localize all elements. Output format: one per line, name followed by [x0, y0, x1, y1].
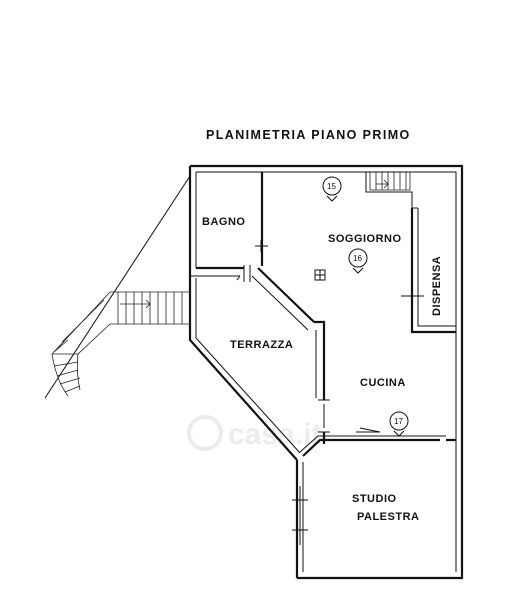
- section-tag-16: 16: [348, 248, 368, 274]
- room-label-cucina: CUCINA: [360, 377, 406, 389]
- center-fixture-icon: [314, 269, 326, 281]
- room-label-palestra: PALESTRA: [357, 511, 419, 523]
- watermark: casa.it: [187, 415, 321, 451]
- door-markers: [236, 240, 424, 545]
- plan-title: PLANIMETRIA PIANO PRIMO: [206, 128, 411, 142]
- stair-soggiorno: [369, 172, 411, 191]
- section-tag-17: 17: [389, 411, 409, 437]
- outer-walls: [188, 164, 464, 580]
- external-stair: [44, 175, 191, 399]
- room-label-dispensa: DISPENSA: [431, 256, 443, 316]
- room-label-terrazza: TERRAZZA: [230, 339, 293, 351]
- room-label-studio: STUDIO: [352, 493, 397, 505]
- room-label-soggiorno: SOGGIORNO: [328, 233, 402, 245]
- section-tag-15: 15: [322, 176, 342, 202]
- svg-text:15: 15: [327, 182, 336, 191]
- svg-text:17: 17: [394, 417, 403, 426]
- svg-text:16: 16: [353, 254, 362, 263]
- interior-walls: [190, 172, 456, 457]
- room-label-bagno: BAGNO: [202, 216, 245, 228]
